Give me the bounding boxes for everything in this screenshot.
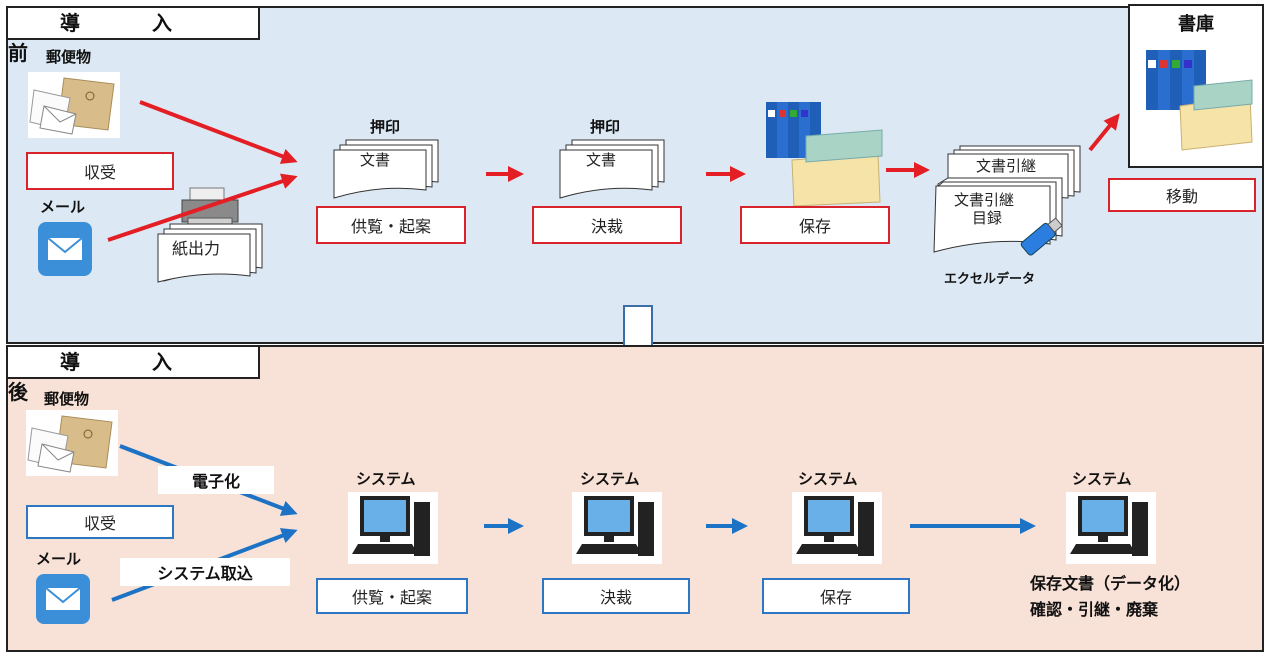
usb-drive-icon — [1020, 217, 1063, 256]
binders-box-icon — [766, 102, 883, 207]
before-title: 導 入 前 — [8, 8, 260, 65]
mail-envelope-icon — [26, 410, 118, 476]
system-label-2: システム — [580, 470, 640, 488]
transfer-list-label-2: 目録 — [972, 209, 1003, 227]
storage-label: 書庫 — [1178, 14, 1214, 35]
final-line-1: 保存文書（データ化） — [1030, 574, 1191, 593]
before-seal-label-1: 押印 — [370, 118, 401, 136]
final-line-2: 確認・引継・廃棄 — [1030, 600, 1159, 619]
computer-icon — [792, 492, 882, 564]
transfer-document-stack-icon — [933, 145, 1081, 253]
before-doc-label-1: 文書 — [360, 151, 391, 169]
before-mail-label: 郵便物 — [46, 48, 92, 66]
email-icon — [38, 222, 92, 276]
transfer-list-label-1: 文書引継 — [954, 191, 1015, 209]
print-label: 紙出力 — [172, 239, 221, 258]
arrow-transfer-to-storage — [1088, 113, 1120, 152]
system-label-1: システム — [356, 470, 416, 488]
printed-paper-icon — [157, 223, 263, 283]
arrow-mail-to-review — [139, 100, 298, 164]
system-label-3: システム — [798, 470, 858, 488]
move-box: 移動 — [1108, 178, 1256, 212]
system-import-label: システム取込 — [120, 558, 290, 586]
after-decision-box: 決裁 — [542, 578, 690, 614]
before-save-box: 保存 — [740, 206, 890, 244]
computer-icon — [572, 492, 662, 564]
digitize-label: 電子化 — [158, 466, 274, 494]
after-save-box: 保存 — [762, 578, 910, 614]
after-title: 導 入 後 — [8, 347, 260, 404]
computer-icon — [1066, 492, 1156, 564]
storage-room: 書庫 — [1128, 4, 1264, 168]
after-mail-label: 郵便物 — [44, 390, 90, 408]
before-receive-box: 収受 — [26, 152, 174, 190]
document-stack-icon — [333, 139, 439, 199]
transfer-doc-label: 文書引継 — [976, 157, 1037, 175]
document-stack-icon — [559, 139, 665, 199]
before-decision-box: 決裁 — [532, 206, 682, 244]
excel-data-label: エクセルデータ — [944, 272, 1036, 287]
after-receive-box: 収受 — [26, 505, 174, 539]
system-label-4: システム — [1072, 470, 1132, 488]
after-email-label: メール — [36, 550, 82, 568]
arrow-print-to-review — [107, 173, 298, 242]
computer-icon — [348, 492, 438, 564]
email-icon — [36, 574, 90, 624]
storage-binders-icon — [1146, 50, 1253, 151]
after-review-box: 供覧・起案 — [316, 578, 468, 614]
printer-icon — [181, 187, 239, 229]
before-email-label: メール — [40, 198, 86, 216]
before-review-box: 供覧・起案 — [316, 206, 466, 244]
before-seal-label-2: 押印 — [590, 118, 621, 136]
red-arrows — [107, 100, 1120, 242]
before-doc-label-2: 文書 — [586, 151, 617, 169]
mail-envelope-icon — [28, 72, 120, 138]
